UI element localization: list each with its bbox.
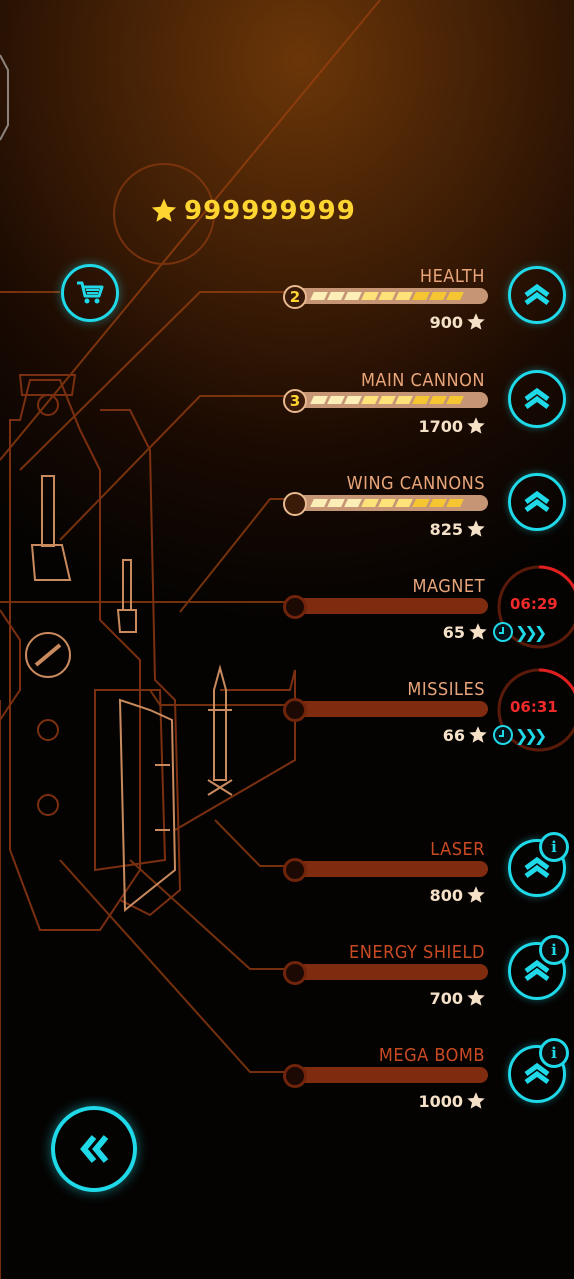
info-icon[interactable]: i bbox=[539, 832, 569, 862]
currency-display: 999999999 bbox=[150, 196, 356, 226]
upgrade-name: MAGNET bbox=[412, 576, 485, 597]
price-value: 66 bbox=[442, 725, 465, 745]
star-icon bbox=[467, 886, 485, 903]
upgrade-row-missiles: MISSILES 66 06:31 ❯❯❯ bbox=[0, 668, 574, 765]
currency-amount: 999999999 bbox=[184, 196, 356, 226]
level-badge bbox=[283, 1064, 307, 1088]
cooldown-timer-ring bbox=[497, 565, 574, 649]
upgrade-progress-bar bbox=[294, 598, 488, 614]
upgrade-name: MAIN CANNON bbox=[360, 370, 485, 391]
upgrade-progress-bar bbox=[294, 964, 488, 980]
price-value: 1700 bbox=[418, 416, 463, 436]
star-icon bbox=[469, 623, 487, 640]
upgrade-button[interactable] bbox=[508, 266, 566, 324]
double-chevron-up-icon bbox=[524, 959, 550, 982]
level-badge bbox=[283, 698, 307, 722]
upgrade-price: 900 bbox=[430, 312, 486, 332]
upgrade-name: HEALTH bbox=[419, 266, 485, 287]
double-chevron-up-icon bbox=[524, 490, 550, 513]
upgrade-row-energy-shield: ENERGY SHIELD 700 i bbox=[0, 935, 574, 1028]
info-icon[interactable]: i bbox=[539, 1038, 569, 1068]
upgrade-name: LASER bbox=[430, 839, 485, 860]
level-segments bbox=[310, 292, 464, 300]
star-icon bbox=[467, 989, 485, 1006]
shopping-cart-icon bbox=[77, 281, 104, 304]
price-value: 900 bbox=[429, 312, 463, 332]
upgrade-price: 1700 bbox=[418, 416, 486, 436]
cooldown-time: 06:29 bbox=[510, 595, 558, 613]
level-badge bbox=[283, 858, 307, 882]
upgrade-name: MEGA BOMB bbox=[378, 1045, 485, 1066]
cooldown-time: 06:31 bbox=[510, 698, 558, 716]
upgrade-name: MISSILES bbox=[407, 679, 485, 700]
upgrade-row-mega-bomb: MEGA BOMB 1000 i bbox=[0, 1038, 574, 1131]
star-icon bbox=[469, 726, 487, 743]
back-button[interactable] bbox=[51, 1106, 137, 1192]
star-icon bbox=[151, 198, 177, 222]
upgrade-progress-bar bbox=[294, 1067, 488, 1083]
double-chevron-up-icon bbox=[524, 856, 550, 879]
star-icon bbox=[467, 417, 485, 434]
level-badge: 3 bbox=[283, 389, 307, 413]
cooldown-timer-ring bbox=[497, 668, 574, 752]
upgrade-price: 800 bbox=[430, 885, 486, 905]
upgrade-button[interactable] bbox=[508, 473, 566, 531]
speed-up-button[interactable]: ❯❯❯ bbox=[493, 622, 547, 642]
double-chevron-up-icon bbox=[524, 283, 550, 306]
price-value: 700 bbox=[429, 988, 463, 1008]
upgrade-price: 66 bbox=[443, 725, 488, 745]
speed-up-button[interactable]: ❯❯❯ bbox=[493, 725, 547, 745]
level-badge bbox=[283, 492, 307, 516]
star-icon bbox=[467, 313, 485, 330]
price-value: 825 bbox=[429, 519, 463, 539]
info-icon[interactable]: i bbox=[539, 935, 569, 965]
upgrade-progress-bar bbox=[294, 701, 488, 717]
double-chevron-left-icon bbox=[80, 1135, 109, 1163]
upgrade-row-magnet: MAGNET 65 06:29 ❯❯❯ bbox=[0, 565, 574, 662]
upgrade-row-main-cannon: MAIN CANNON 3 1700 bbox=[0, 370, 574, 456]
level-badge: 2 bbox=[283, 285, 307, 309]
price-value: 65 bbox=[442, 622, 465, 642]
level-segments bbox=[310, 396, 464, 404]
upgrade-price: 65 bbox=[443, 622, 488, 642]
upgrade-button[interactable] bbox=[508, 370, 566, 428]
upgrade-row-health: HEALTH 2 900 bbox=[0, 266, 574, 352]
upgrade-price: 825 bbox=[430, 519, 486, 539]
upgrade-name: WING CANNONS bbox=[346, 473, 485, 494]
double-chevron-up-icon bbox=[524, 1062, 550, 1085]
unlock-button[interactable]: i bbox=[508, 1038, 569, 1103]
unlock-button[interactable]: i bbox=[508, 832, 569, 897]
upgrade-price: 700 bbox=[430, 988, 486, 1008]
star-icon bbox=[467, 520, 485, 537]
price-value: 800 bbox=[429, 885, 463, 905]
clock-icon bbox=[493, 622, 513, 642]
star-icon bbox=[467, 1092, 485, 1109]
shop-button[interactable] bbox=[61, 264, 119, 322]
level-badge bbox=[283, 961, 307, 985]
upgrade-name: ENERGY SHIELD bbox=[349, 942, 485, 963]
unlock-button[interactable]: i bbox=[508, 935, 569, 1000]
level-segments bbox=[310, 499, 464, 507]
fast-forward-icon: ❯❯❯ bbox=[515, 622, 547, 642]
level-badge bbox=[283, 595, 307, 619]
double-chevron-up-icon bbox=[524, 387, 550, 410]
fast-forward-icon: ❯❯❯ bbox=[515, 725, 547, 745]
upgrade-price: 1000 bbox=[418, 1091, 486, 1111]
upgrade-row-wing-cannons: WING CANNONS 825 bbox=[0, 473, 574, 559]
clock-icon bbox=[493, 725, 513, 745]
upgrade-row-laser: LASER 800 i bbox=[0, 832, 574, 925]
price-value: 1000 bbox=[418, 1091, 463, 1111]
upgrade-progress-bar bbox=[294, 861, 488, 877]
